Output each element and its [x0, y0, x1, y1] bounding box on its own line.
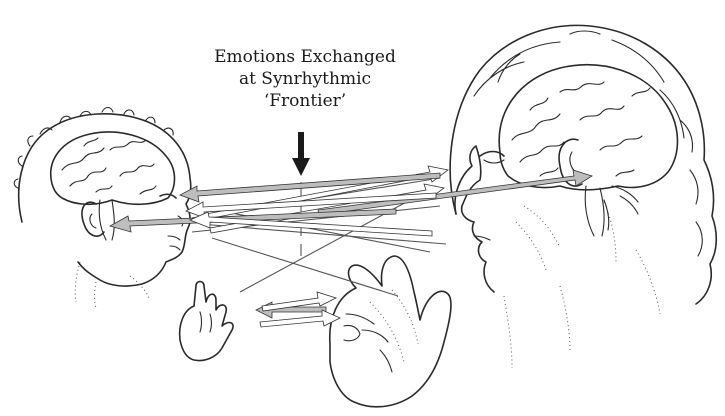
infant-head	[14, 108, 191, 309]
emotion-exchange-arrows	[110, 166, 592, 327]
exchange-line	[212, 238, 398, 296]
adult-head	[450, 25, 716, 368]
infant-hand	[180, 282, 233, 361]
adult-hand	[330, 256, 451, 407]
frontier-pointer-arrow	[292, 132, 310, 176]
